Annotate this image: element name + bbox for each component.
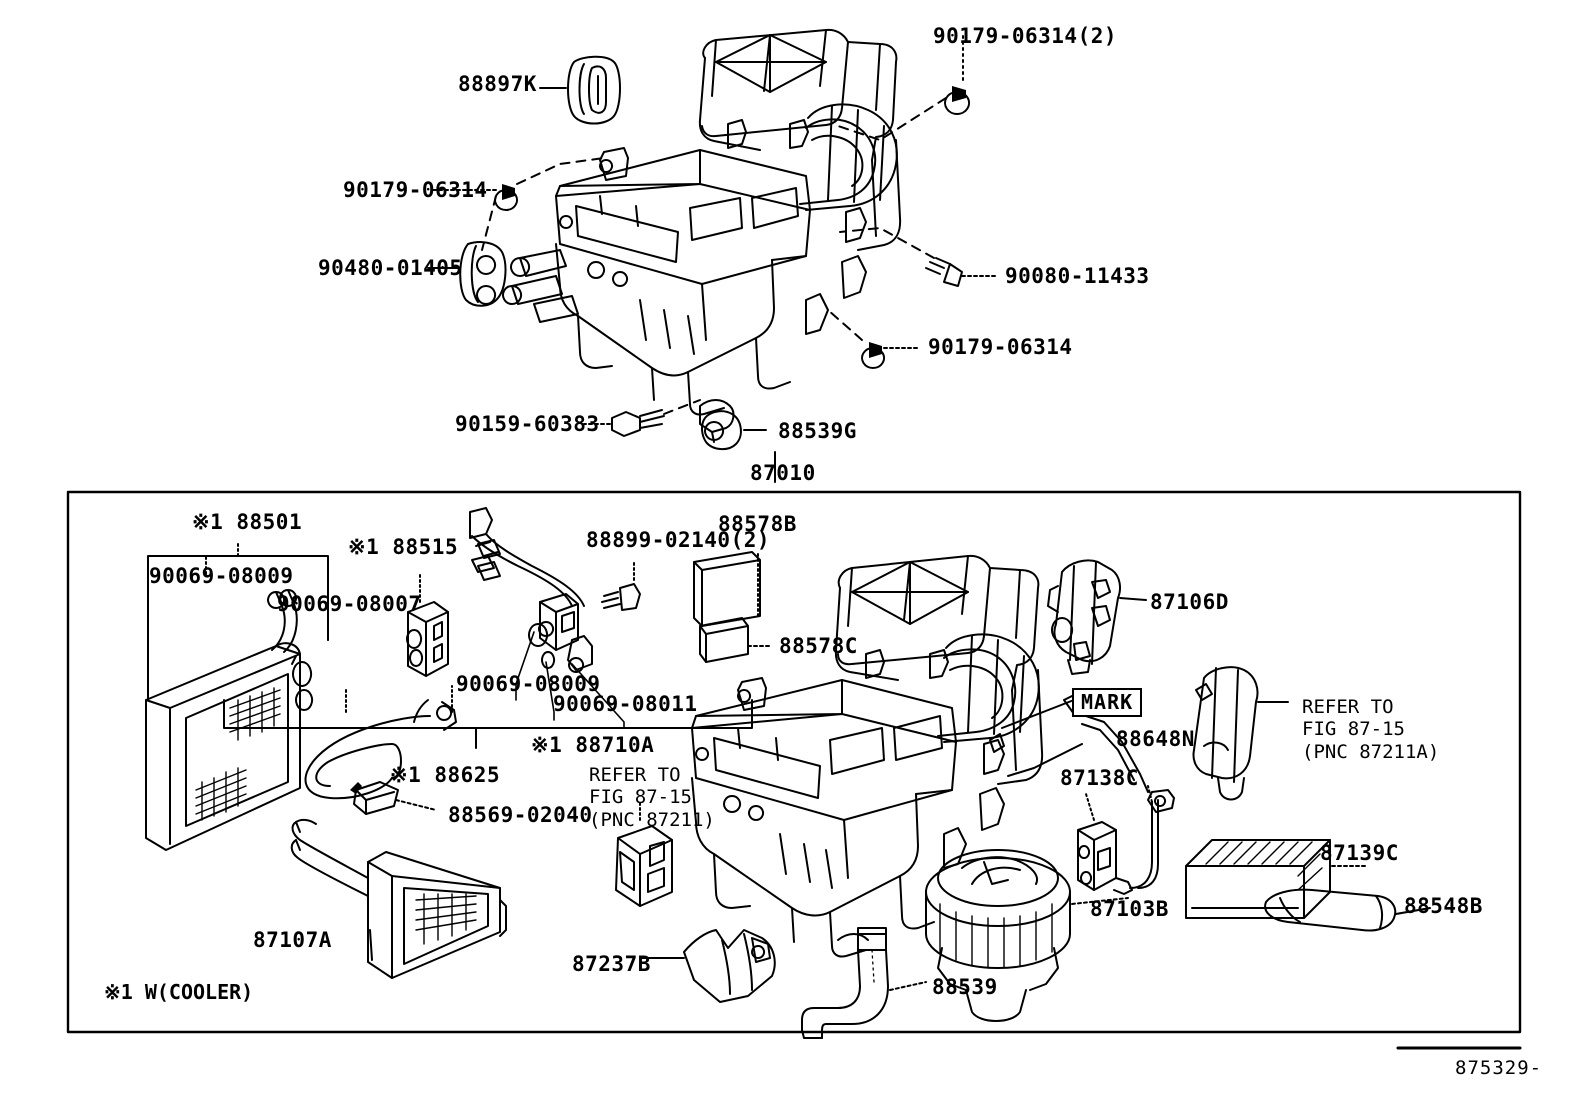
label-88625: ※1 88625 [390, 763, 501, 787]
part-87237b-duct [641, 929, 776, 1003]
part-87103b-blower [925, 849, 1129, 1022]
part-88578b-pad [693, 551, 761, 627]
label-88899-02140: 88899-02140(2) [586, 528, 771, 552]
label-88710a: ※1 88710A [531, 733, 655, 757]
label-90069-08009-b: 90069-08009 [456, 672, 601, 696]
label-88578b: 88578B [718, 512, 797, 536]
part-87106d-servo [1047, 559, 1147, 675]
mark-callout-box: MARK [1072, 688, 1143, 717]
label-88548b: 88548B [1404, 894, 1483, 918]
label-90069-08011: 90069-08011 [553, 692, 698, 716]
label-90480-01405: 90480-01405 [318, 256, 463, 280]
label-87106d: 87106D [1150, 590, 1229, 614]
refer-line3: (PNC 87211) [589, 808, 715, 831]
upper-hvac-case [502, 28, 902, 443]
refer-line1: REFER TO [1302, 696, 1394, 718]
part-87107a-heater-core [290, 818, 507, 979]
label-88539: 88539 [932, 975, 998, 999]
part-88710a-hoses [223, 507, 753, 749]
refer-block-87211: REFER TO FIG 87-15 (PNC 87211) [589, 764, 715, 831]
part-88501-evaporator [145, 589, 314, 851]
bracket-88501 [147, 541, 329, 701]
label-90179-06314-left: 90179-06314 [343, 178, 488, 202]
label-88569-02040: 88569-02040 [448, 803, 593, 827]
label-88578c: 88578C [779, 634, 858, 658]
label-87107a: 87107A [253, 928, 332, 952]
label-90179-06314-lower: 90179-06314 [928, 335, 1073, 359]
label-87237b: 87237B [572, 952, 651, 976]
part-88515-expansion-valve [304, 573, 457, 815]
label-88539g: 88539G [778, 419, 857, 443]
upper-fasteners [427, 35, 997, 450]
label-87138c: 87138C [1060, 766, 1139, 790]
label-87010: 87010 [750, 461, 816, 485]
part-87138c-resistor [1077, 785, 1175, 895]
label-87139c: 87139C [1320, 841, 1399, 865]
lower-hvac-case [691, 554, 1044, 958]
label-88501: ※1 88501 [192, 510, 303, 534]
figure-code: 875329- [1455, 1057, 1543, 1079]
part-88578c-pad [699, 617, 771, 663]
label-88515: ※1 88515 [348, 535, 459, 559]
refer-line2: FIG 87-15 [589, 786, 692, 809]
mark-leader [1007, 743, 1083, 777]
refer-line2: FIG 87-15 [1302, 718, 1405, 741]
lower-panel-border [66, 490, 1522, 1034]
label-88648n: 88648N [1116, 727, 1195, 751]
refer-line1: REFER TO [589, 764, 681, 786]
label-90069-08009-a: 90069-08009 [149, 564, 294, 588]
label-90069-08007: 90069-08007 [277, 592, 422, 616]
part-88539-hose [801, 927, 927, 1039]
label-88897k: 88897K [458, 72, 537, 96]
refer-line3: (PNC 87211A) [1302, 740, 1440, 763]
part-87211a-duct [1192, 666, 1289, 801]
part-88548b-seal [1264, 888, 1431, 932]
part-88897k [539, 55, 621, 125]
part-88899-bolt [601, 559, 641, 611]
label-87103b: 87103B [1090, 897, 1169, 921]
label-90179-06314-2: 90179-06314(2) [933, 24, 1118, 48]
refer-block-87211a: REFER TO FIG 87-15 (PNC 87211A) [1302, 696, 1439, 763]
part-87211-duct [615, 799, 673, 907]
label-90159-60383: 90159-60383 [455, 412, 600, 436]
footnote-w-cooler: ※1 W(COOLER) [104, 980, 254, 1004]
label-90080-11433: 90080-11433 [1005, 264, 1150, 288]
